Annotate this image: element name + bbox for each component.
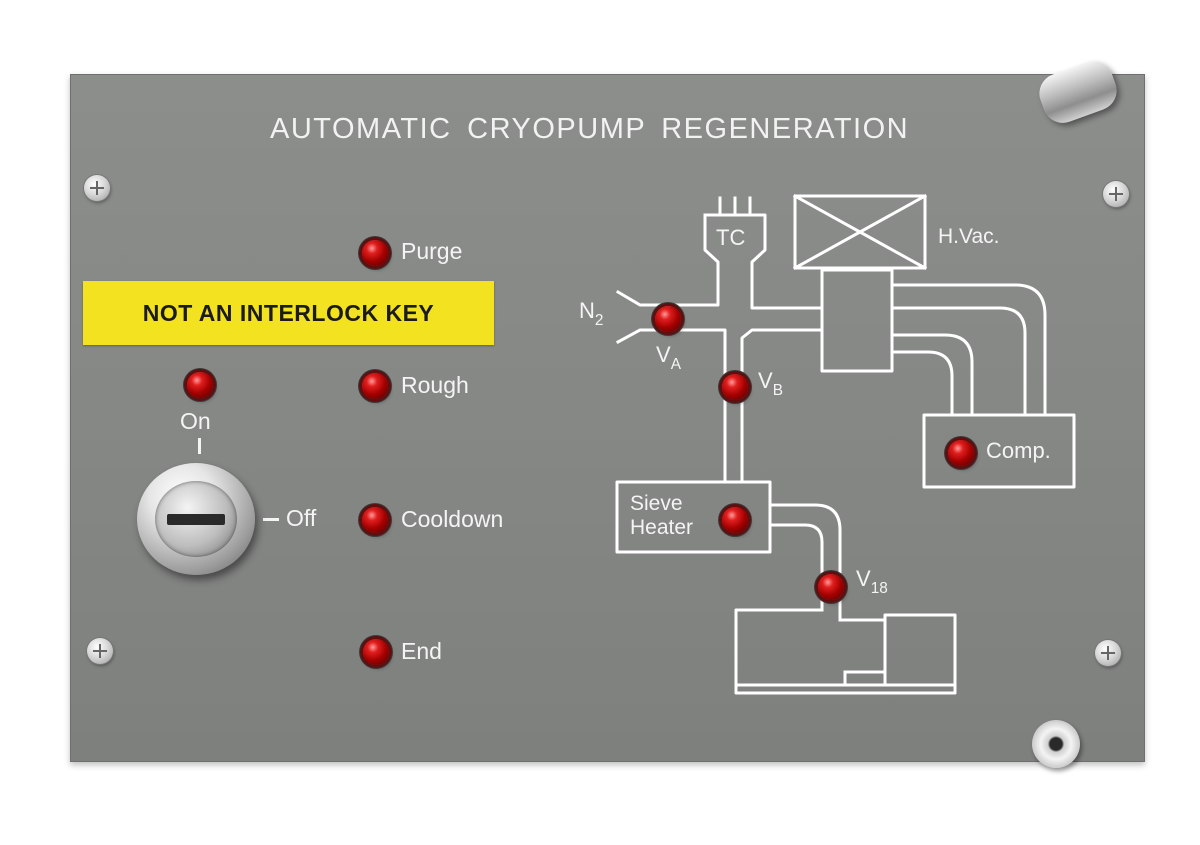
end-led bbox=[363, 639, 389, 665]
rough-pump-body bbox=[734, 608, 957, 687]
va-label: VA bbox=[656, 342, 681, 373]
n2-inlet-lower bbox=[615, 328, 727, 484]
comp-line-3 bbox=[890, 333, 974, 417]
cooldown-led bbox=[362, 507, 388, 533]
heater-label: Heater bbox=[630, 516, 694, 539]
vb-line-right bbox=[740, 328, 824, 484]
v18-line-2 bbox=[768, 523, 824, 612]
on-indicator-led bbox=[187, 372, 213, 398]
cooldown-label: Cooldown bbox=[401, 506, 504, 532]
comp-line-4 bbox=[890, 350, 954, 417]
sieve-heater-box bbox=[615, 480, 772, 554]
vb-label: VB bbox=[758, 368, 783, 399]
end-label: End bbox=[401, 638, 442, 664]
n2-inlet-upper bbox=[615, 289, 657, 307]
tc-gauge-outline bbox=[703, 213, 824, 310]
rough-label: Rough bbox=[401, 372, 469, 398]
warning-text: NOT AN INTERLOCK KEY bbox=[142, 299, 435, 326]
key-cylinder bbox=[155, 481, 237, 557]
v18-line-1 bbox=[768, 503, 842, 622]
screw-top-left bbox=[84, 175, 110, 201]
sieve-heater-led bbox=[722, 507, 748, 533]
on-label: On bbox=[180, 408, 211, 434]
v18-led bbox=[818, 574, 844, 600]
purge-led bbox=[362, 240, 388, 266]
screw-top-right bbox=[1103, 181, 1129, 207]
panel-title: AUTOMATIC CRYOPUMP REGENERATION bbox=[270, 113, 910, 145]
sieve-label: Sieve bbox=[630, 492, 683, 515]
comp-label: Comp. bbox=[986, 438, 1051, 463]
off-tick bbox=[263, 518, 279, 521]
v18-label: V18 bbox=[856, 566, 888, 597]
tc-gauge-left bbox=[653, 213, 720, 307]
vb-led bbox=[722, 374, 748, 400]
rough-pump-base bbox=[734, 683, 957, 695]
hvac-label: H.Vac. bbox=[938, 225, 1000, 248]
key-switch[interactable] bbox=[137, 463, 255, 575]
screw-bottom-left bbox=[87, 638, 113, 664]
tc-label: TC bbox=[716, 225, 746, 250]
on-tick bbox=[198, 438, 201, 454]
hvac-valve-box bbox=[793, 194, 927, 270]
comp-led bbox=[948, 440, 974, 466]
warning-label: NOT AN INTERLOCK KEY bbox=[83, 281, 494, 345]
purge-label: Purge bbox=[401, 238, 463, 264]
va-led bbox=[655, 306, 681, 332]
comp-line-1 bbox=[890, 283, 1047, 417]
rough-pump-motor bbox=[843, 670, 887, 687]
n2-label: N2 bbox=[579, 298, 604, 329]
cryopump-body bbox=[820, 268, 894, 373]
connector-jack[interactable] bbox=[1032, 720, 1080, 768]
key-slot bbox=[167, 514, 225, 525]
compressor-box bbox=[922, 413, 1076, 489]
rough-led bbox=[362, 373, 388, 399]
off-label: Off bbox=[286, 505, 317, 531]
screw-bottom-right bbox=[1095, 640, 1121, 666]
comp-line-2 bbox=[890, 306, 1027, 417]
control-panel bbox=[70, 74, 1145, 762]
